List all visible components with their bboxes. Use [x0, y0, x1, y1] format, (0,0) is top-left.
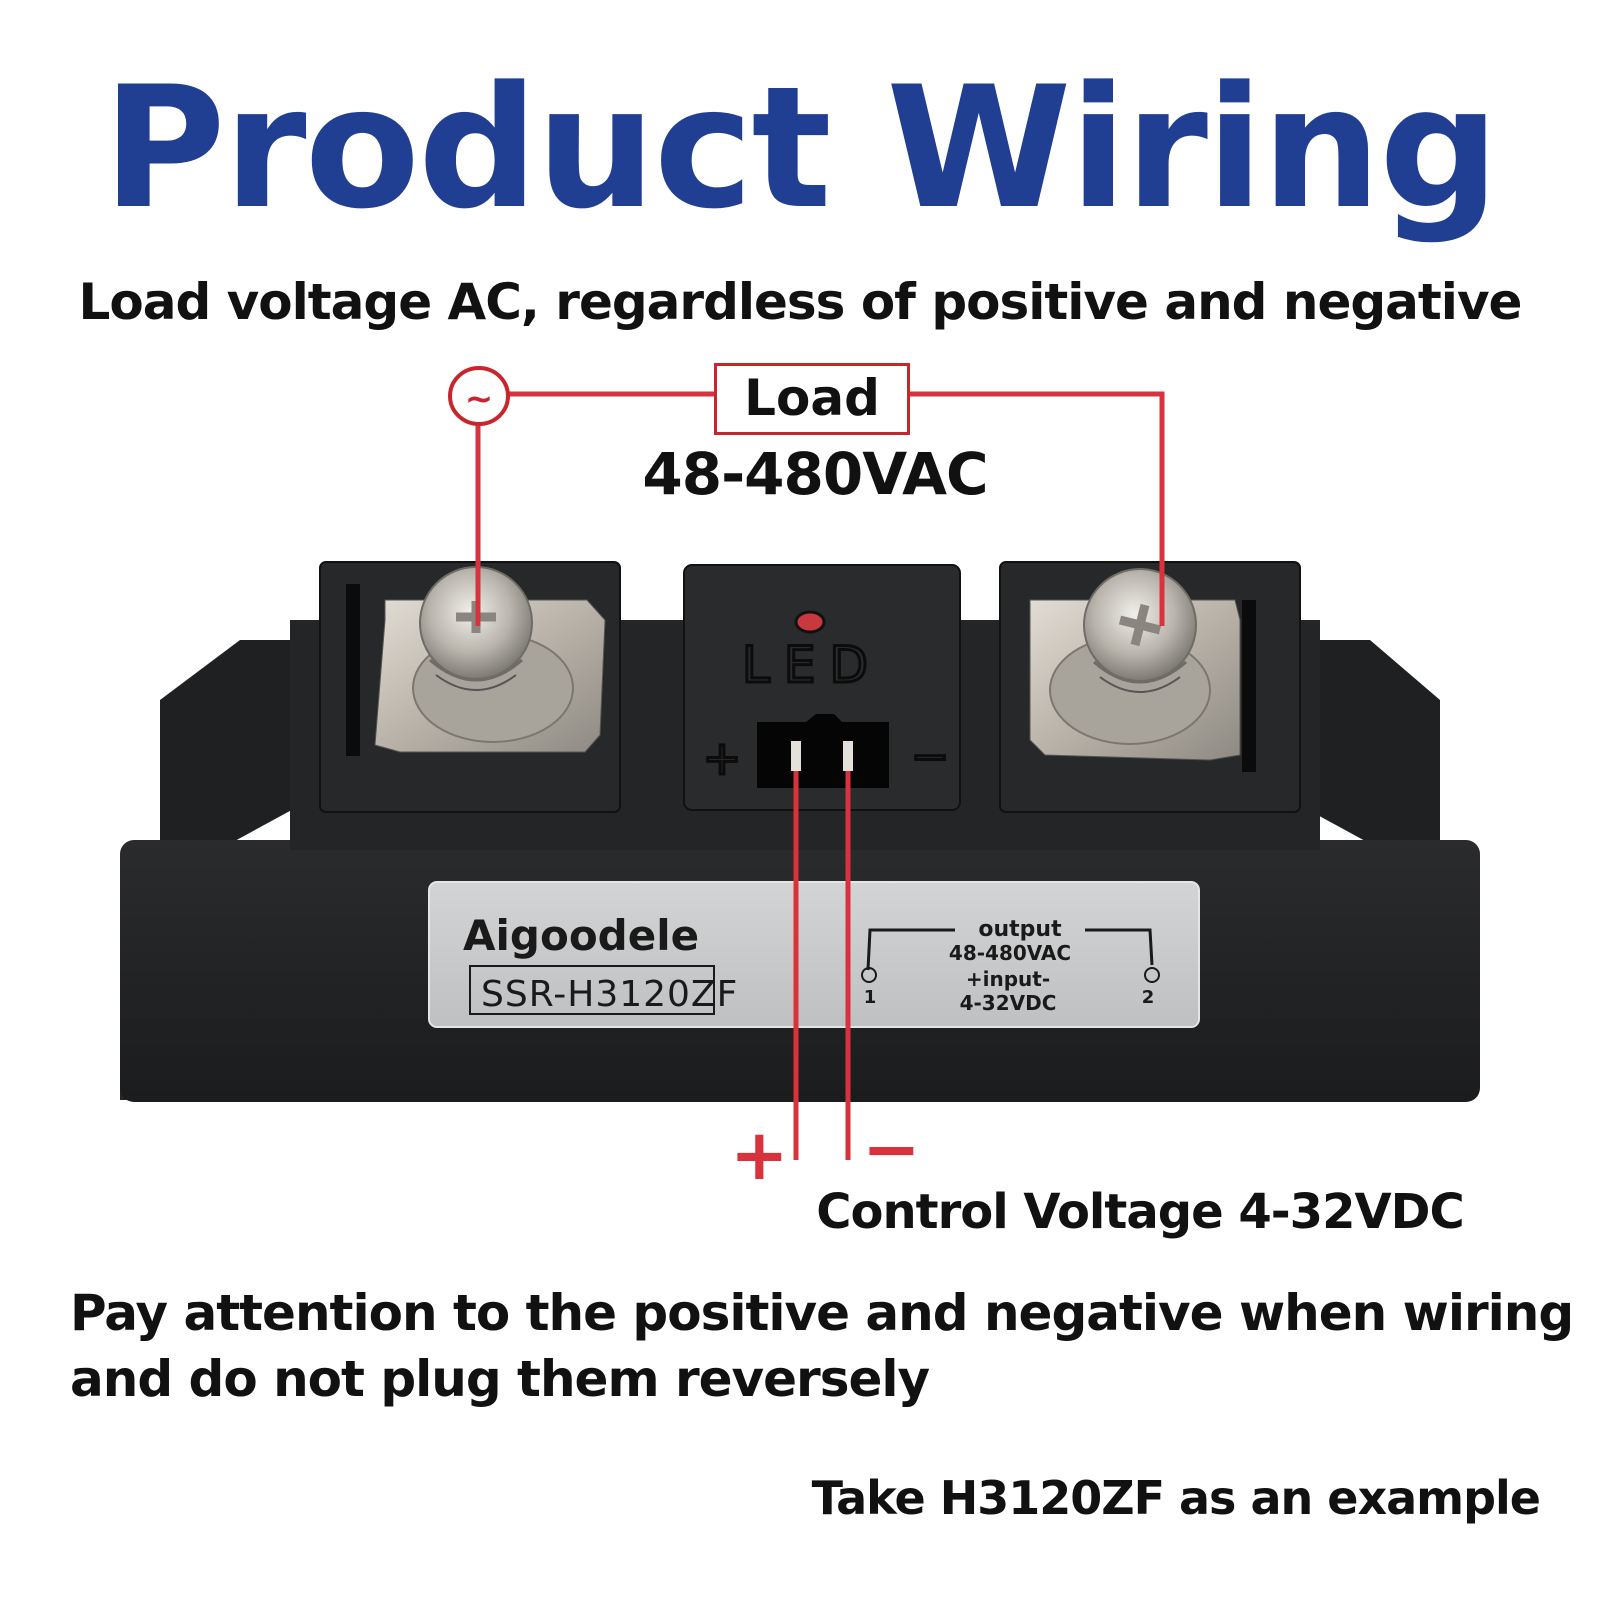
load-circuit-wires [475, 391, 1165, 626]
nameplate-terminal-2: 2 [1142, 987, 1155, 1008]
nameplate-model: SSR-H3120ZF [481, 974, 738, 1015]
control-voltage-label: Control Voltage 4-32VDC [816, 1184, 1464, 1240]
control-input-block: LED + − [683, 564, 961, 811]
polarity-warning: Pay attention to the positive and negati… [70, 1280, 1574, 1412]
load-voltage-range: 48-480VAC [642, 440, 988, 508]
socket-plus-mark: + [703, 731, 742, 785]
polarity-warning-line-1: Pay attention to the positive and negati… [70, 1284, 1574, 1342]
control-connector-socket [757, 722, 889, 788]
ac-source-symbol: ~ [465, 379, 494, 419]
nameplate-output-label: output [978, 917, 1062, 942]
led-label: LED [742, 636, 882, 694]
nameplate-input-voltage: 4-32VDC [960, 991, 1057, 1015]
control-plus-mark: + [730, 1114, 789, 1196]
load-box: Load [714, 363, 910, 435]
nameplate-brand: Aigoodele [463, 911, 699, 960]
nameplate-output-voltage: 48-480VAC [949, 941, 1071, 965]
control-wires [793, 771, 851, 1160]
example-note: Take H3120ZF as an example [811, 1471, 1541, 1525]
socket-minus-mark: − [911, 729, 950, 783]
nameplate: Aigoodele SSR-H3120ZF output 48-480VAC +… [428, 881, 1200, 1028]
led-indicator-icon [794, 610, 826, 634]
control-minus-mark: − [862, 1108, 921, 1190]
nameplate-terminal-1: 1 [864, 987, 877, 1008]
load-voltage-note: Load voltage AC, regardless of positive … [78, 273, 1523, 331]
nameplate-input-label: +input- [966, 967, 1050, 991]
ac-source-icon: ~ [448, 366, 510, 426]
page-title: Product Wiring [102, 50, 1500, 246]
terminal-2-block [999, 561, 1301, 813]
polarity-warning-line-2: and do not plug them reversely [70, 1350, 930, 1408]
terminal-1-block [319, 561, 621, 813]
